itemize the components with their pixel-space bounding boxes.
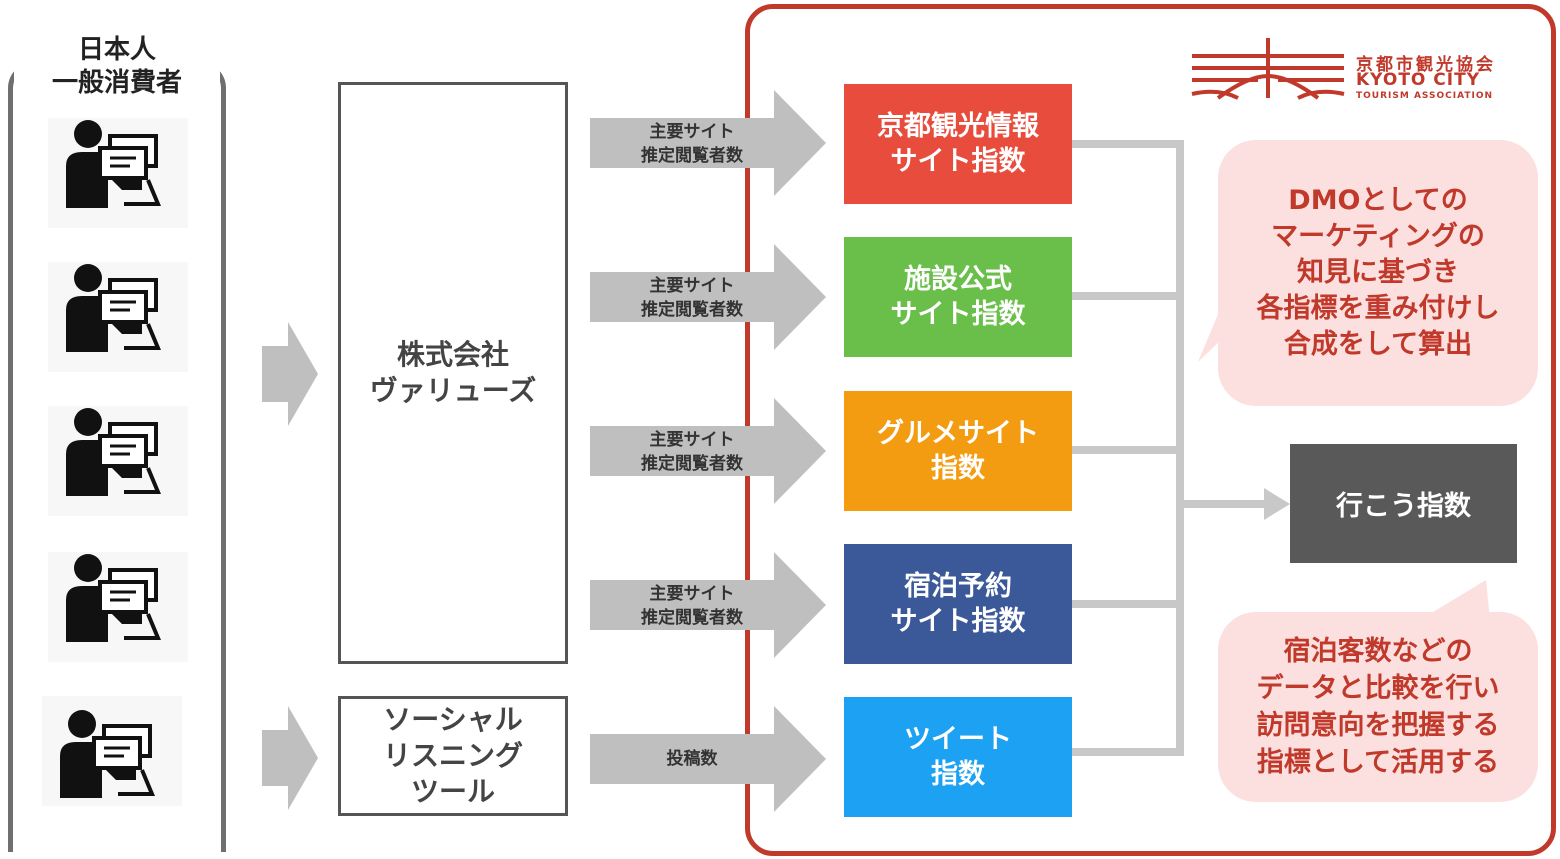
big-flow-arrow-icon bbox=[590, 398, 826, 504]
bubble-line: 指標として活用する bbox=[1256, 747, 1500, 778]
social-tool-line3: ツール bbox=[410, 775, 495, 808]
values-company-line1: 株式会社 bbox=[396, 338, 509, 371]
bubble-tail bbox=[1420, 580, 1490, 620]
person-at-computer-icon bbox=[42, 696, 182, 806]
arrow-label-line1: 主要サイト bbox=[649, 122, 735, 142]
arrow-label: 主要サイト 推定閲覧者数 bbox=[592, 582, 792, 630]
arrow-label: 投稿数 bbox=[592, 747, 792, 771]
index-box-gourmet: グルメサイト 指数 bbox=[844, 391, 1072, 511]
bubble-line: DMOとしての bbox=[1288, 185, 1468, 216]
arrow-label: 主要サイト 推定閲覧者数 bbox=[592, 120, 792, 168]
arrow-label: 主要サイト 推定閲覧者数 bbox=[592, 428, 792, 476]
arrow-label-line1: 主要サイト bbox=[649, 276, 735, 296]
bubble-line: 合成をして算出 bbox=[1283, 329, 1473, 360]
logo-english-name: KYOTO CITY bbox=[1356, 70, 1481, 90]
kyoto-city-logo-icon bbox=[1191, 38, 1345, 100]
arrow-label-line2: 推定閲覧者数 bbox=[641, 300, 743, 320]
index-box-facility: 施設公式 サイト指数 bbox=[844, 237, 1072, 357]
index-line1: ツイート bbox=[904, 724, 1012, 755]
big-flow-arrow-icon bbox=[590, 552, 826, 658]
bubble-line: マーケティングの bbox=[1271, 221, 1485, 252]
index-line2: 指数 bbox=[931, 453, 985, 484]
arrow-label-line2: 推定閲覧者数 bbox=[641, 454, 743, 474]
index-line2: 指数 bbox=[931, 759, 985, 790]
person-at-computer-icon bbox=[48, 262, 188, 372]
index-line1: 施設公式 bbox=[904, 264, 1012, 295]
index-line1: グルメサイト bbox=[877, 418, 1039, 449]
bubble-line: 訪問意向を把握する bbox=[1256, 710, 1500, 741]
index-line1: 宿泊予約 bbox=[904, 571, 1012, 602]
bubble-line: 知見に基づき bbox=[1297, 257, 1459, 288]
bubble-line: 宿泊客数などの bbox=[1283, 636, 1473, 667]
consumers-title-line2: 一般消費者 bbox=[51, 68, 182, 98]
social-tool-line2: リスニング bbox=[382, 739, 523, 772]
logo-japanese-name: 京都市観光協会 bbox=[1356, 55, 1496, 75]
big-flow-arrow-icon bbox=[590, 706, 826, 812]
big-flow-arrow-icon bbox=[590, 90, 826, 196]
logo-english-subname: TOURISM ASSOCIATION bbox=[1356, 91, 1494, 101]
speech-bubble-weighting: DMOとしての マーケティングの 知見に基づき 各指標を重み付けし 合成をして算… bbox=[1218, 140, 1538, 406]
arrow-label-line1: 投稿数 bbox=[666, 749, 718, 769]
flow-arrow-icon bbox=[262, 706, 318, 810]
index-box-lodging: 宿泊予約 サイト指数 bbox=[844, 544, 1072, 664]
arrow-label-line2: 推定閲覧者数 bbox=[641, 608, 743, 628]
speech-bubble-usage: 宿泊客数などの データと比較を行い 訪問意向を把握する 指標として活用する bbox=[1218, 612, 1538, 802]
social-listening-box: ソーシャル リスニング ツール bbox=[338, 696, 568, 816]
arrow-label-line2: 推定閲覧者数 bbox=[641, 146, 743, 166]
result-index-box: 行こう指数 bbox=[1290, 444, 1517, 563]
arrow-label-line1: 主要サイト bbox=[649, 584, 735, 604]
person-at-computer-icon bbox=[48, 552, 188, 662]
index-box-kyoto-tourism: 京都観光情報 サイト指数 bbox=[844, 84, 1072, 204]
values-company-box: 株式会社 ヴァリューズ bbox=[338, 82, 568, 664]
consumers-title-line1: 日本人 bbox=[77, 35, 156, 65]
arrow-label: 主要サイト 推定閲覧者数 bbox=[592, 274, 792, 322]
consumers-title: 日本人 一般消費者 bbox=[14, 34, 220, 100]
arrow-label-line1: 主要サイト bbox=[649, 430, 735, 450]
flow-arrow-icon bbox=[262, 322, 318, 426]
person-at-computer-icon bbox=[48, 118, 188, 228]
index-line2: サイト指数 bbox=[890, 299, 1026, 330]
bubble-line: 各指標を重み付けし bbox=[1256, 293, 1500, 324]
person-at-computer-icon bbox=[48, 406, 188, 516]
index-box-tweet: ツイート 指数 bbox=[844, 697, 1072, 817]
social-tool-line1: ソーシャル bbox=[383, 703, 523, 736]
bubble-line: データと比較を行い bbox=[1256, 673, 1500, 704]
index-line2: サイト指数 bbox=[890, 606, 1026, 637]
big-flow-arrow-icon bbox=[590, 244, 826, 350]
connector-lines bbox=[1072, 140, 1290, 756]
index-line1: 京都観光情報 bbox=[877, 111, 1039, 142]
values-company-line2: ヴァリューズ bbox=[369, 374, 537, 407]
index-line2: サイト指数 bbox=[890, 146, 1026, 177]
